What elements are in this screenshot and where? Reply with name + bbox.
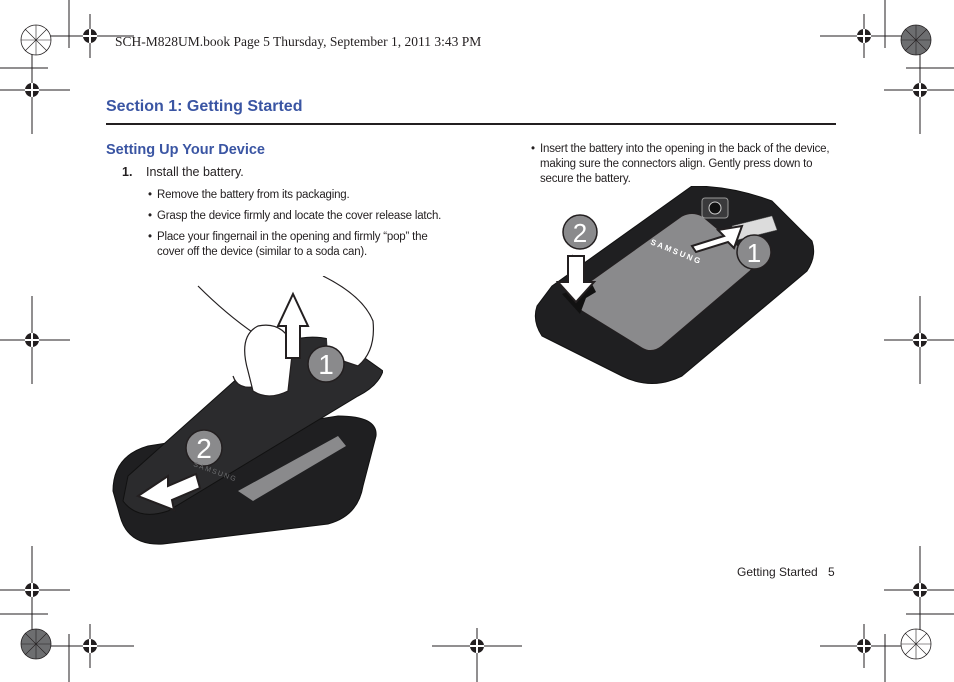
step-1: 1. Install the battery. <box>122 165 244 179</box>
step-number: 1. <box>122 165 133 179</box>
bullet-text: Grasp the device firmly and locate the c… <box>157 210 442 222</box>
callout-2: 2 <box>196 433 212 464</box>
callout-1: 1 <box>747 238 761 268</box>
callout-1: 1 <box>318 349 334 380</box>
bullet-text: Insert the battery into the opening in t… <box>540 143 830 185</box>
book-info-line: SCH-M828UM.book Page 5 Thursday, Septemb… <box>115 34 482 49</box>
callout-2: 2 <box>573 218 587 248</box>
bullet-grasp-device: • Grasp the device firmly and locate the… <box>148 209 457 224</box>
subsection-title: Setting Up Your Device <box>106 142 265 158</box>
bullet-insert-battery: • Insert the battery into the opening in… <box>531 142 840 187</box>
bullet-icon: • <box>531 143 535 155</box>
insert-battery-illustration: 2 1 SAMSUNG <box>534 186 815 384</box>
bullet-remove-battery: • Remove the battery from its packaging. <box>148 188 457 203</box>
bullet-pop-cover: • Place your fingernail in the opening a… <box>148 230 457 260</box>
bullet-icon: • <box>148 189 152 201</box>
bullet-icon: • <box>148 210 152 222</box>
bullet-text: Place your fingernail in the opening and… <box>157 231 428 258</box>
footer-chapter-label: Getting Started <box>737 565 818 579</box>
section-title: Section 1: Getting Started <box>106 98 303 115</box>
bullet-text: Remove the battery from its packaging. <box>157 189 350 201</box>
step-text: Install the battery. <box>146 165 244 179</box>
bullet-icon: • <box>148 231 152 243</box>
footer-page-number: 5 <box>828 565 835 579</box>
section-rule <box>106 123 836 125</box>
remove-cover-illustration: 1 2 SAMSUNG <box>112 276 383 545</box>
